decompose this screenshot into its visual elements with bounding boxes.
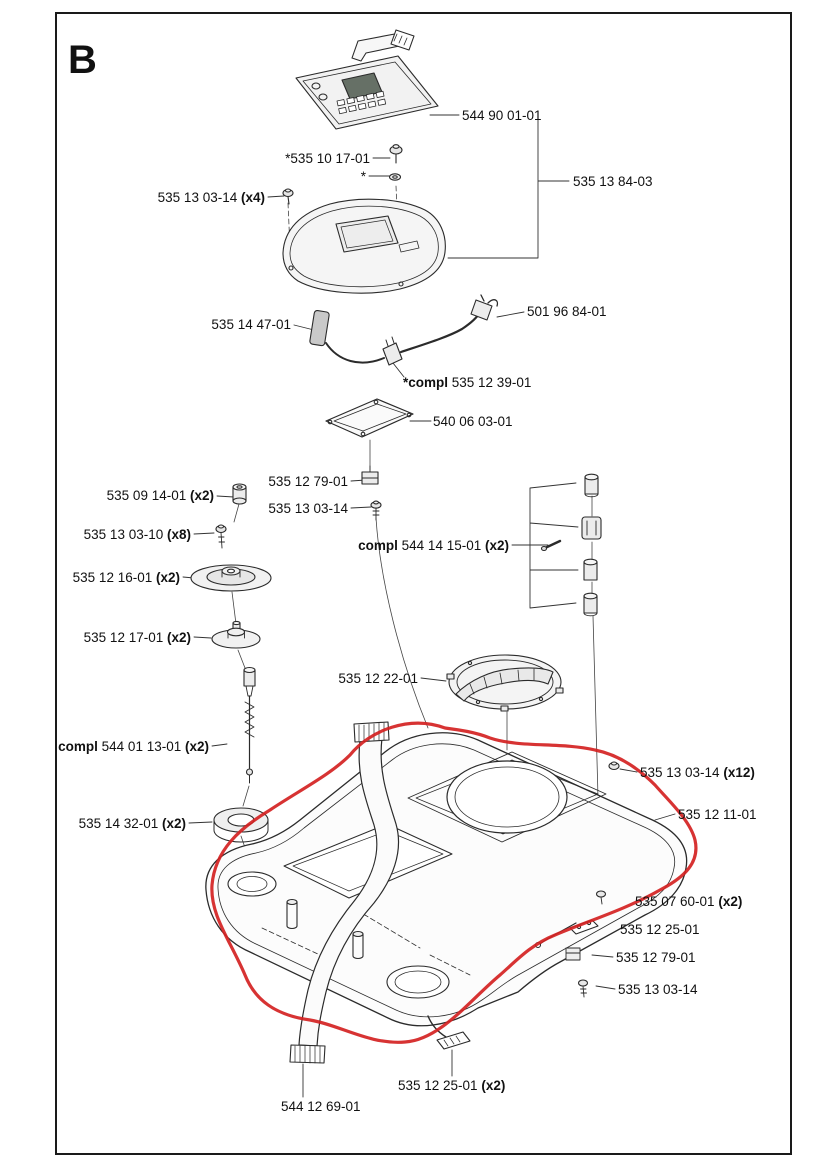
part-label: 535 13 03-10 (x8): [83, 527, 191, 542]
chassis-body: [205, 732, 688, 1027]
part-label: 535 12 16-01 (x2): [72, 570, 180, 585]
screw-top: [389, 144, 403, 164]
frame-plate: [325, 398, 414, 438]
part-label: 535 12 25-01 (x2): [398, 1078, 506, 1093]
part-label: 544 12 69-01: [281, 1099, 361, 1114]
grommet: [213, 807, 269, 843]
screw-mid: [370, 500, 382, 521]
part-label: 535 12 79-01: [268, 474, 348, 489]
round-cover: [446, 654, 564, 712]
ribbon-cable: [289, 721, 471, 1064]
part-label: 540 06 03-01: [433, 414, 513, 429]
part-label: 535 14 32-01 (x2): [78, 816, 186, 831]
part-label: *535 10 17-01: [285, 151, 370, 166]
part-label: *: [360, 169, 366, 184]
part-label: 535 07 60-01 (x2): [635, 894, 743, 909]
top-cover: [282, 198, 446, 294]
hinge-kit: [540, 473, 602, 617]
part-label: 535 12 79-01: [616, 950, 696, 965]
alignment-lines: [231, 185, 601, 891]
part-label: 535 12 11-01: [678, 807, 757, 822]
part-label: 535 09 14-01 (x2): [106, 488, 214, 503]
red-annotation: [210, 721, 698, 1044]
part-label: 535 13 84-03: [573, 174, 653, 189]
part-label: compl 544 14 15-01 (x2): [358, 538, 509, 553]
part-label: 535 12 17-01 (x2): [83, 630, 191, 645]
cable-clip-mid: [361, 465, 379, 485]
screw-x4: [282, 188, 294, 205]
washer-small: [211, 620, 261, 649]
section-letter: B: [68, 38, 97, 82]
keypad-panel: [295, 29, 439, 130]
cap-part: [232, 483, 247, 505]
cable-assembly: [325, 294, 499, 366]
part-label: 535 13 03-14: [618, 982, 698, 997]
part-label: 535 13 03-14: [268, 501, 348, 516]
part-label: 535 13 03-14 (x12): [640, 765, 755, 780]
antenna-assembly: [243, 666, 256, 784]
part-label: 535 12 22-01: [338, 671, 418, 686]
washer-large: [190, 564, 272, 592]
page-border: [55, 12, 792, 1155]
part-label: *compl 535 12 39-01: [403, 375, 532, 390]
screw-x8: [215, 524, 227, 549]
holder-part: [309, 309, 330, 347]
part-label: 501 96 84-01: [527, 304, 607, 319]
part-label: 535 13 03-14 (x4): [157, 190, 265, 205]
part-label: compl 544 01 13-01 (x2): [58, 739, 209, 754]
part-label: 544 90 01-01: [462, 108, 542, 123]
part-label: 535 12 25-01: [620, 922, 700, 937]
part-label: 535 14 47-01: [211, 317, 291, 332]
washer-top: [388, 173, 402, 181]
